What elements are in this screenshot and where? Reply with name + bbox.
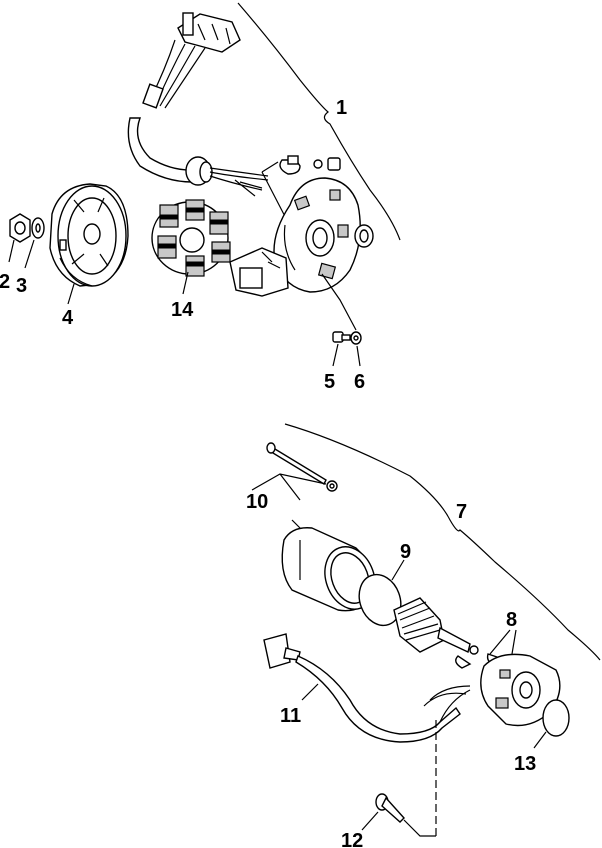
- mounting-bolt: [375, 793, 405, 823]
- screw-5: [332, 331, 351, 343]
- through-bolts: [266, 442, 338, 492]
- washer-6: [350, 331, 362, 345]
- stator-plate: [273, 177, 361, 293]
- leader-3: [24, 239, 35, 269]
- bracket-1: [237, 2, 401, 241]
- leader-4: [67, 283, 75, 305]
- label-4: 4: [62, 307, 74, 329]
- wire-bundle: [149, 39, 206, 109]
- leader-11: [301, 683, 319, 701]
- harness-connector: [177, 12, 241, 53]
- wire-sleeve: [142, 83, 164, 109]
- label-9: 9: [400, 541, 411, 563]
- armature: [393, 597, 479, 655]
- leader-8: [489, 629, 517, 655]
- bracket-7: [284, 423, 601, 661]
- oil-seal: [354, 224, 374, 248]
- starter-end-cover: [480, 653, 561, 727]
- starter-cable: [263, 633, 471, 743]
- label-7: 7: [456, 501, 467, 523]
- stator-wires: [209, 167, 269, 197]
- mounting-line-12: [403, 819, 436, 837]
- washer-small: [313, 159, 323, 169]
- o-ring-13: [542, 699, 570, 737]
- label-5: 5: [324, 371, 335, 393]
- label-12: 12: [341, 830, 363, 848]
- wire-tube: [127, 117, 193, 183]
- flywheel-washer: [31, 217, 45, 239]
- label-11: 11: [280, 705, 301, 727]
- leader-14: [182, 271, 189, 295]
- leader-2: [8, 239, 15, 263]
- leader-5: [332, 343, 339, 367]
- label-14: 14: [171, 299, 194, 321]
- nut-small: [327, 157, 341, 171]
- leader-13: [533, 731, 547, 749]
- grommet: [185, 156, 213, 186]
- label-8: 8: [506, 609, 517, 631]
- o-ring-9: [358, 573, 402, 627]
- leader-6: [356, 345, 361, 367]
- leader-9: [391, 559, 405, 581]
- label-1: 1: [336, 97, 347, 119]
- label-3: 3: [16, 275, 27, 297]
- flywheel-nut: [9, 213, 31, 243]
- label-13: 13: [514, 753, 536, 775]
- pulser-coil: [229, 247, 289, 297]
- label-6: 6: [354, 371, 365, 393]
- label-2: 2: [0, 271, 10, 293]
- leader-12: [361, 811, 379, 831]
- leader-10: [251, 473, 327, 501]
- leader-5-6: [321, 273, 357, 331]
- stator-coil: [151, 199, 231, 277]
- label-10: 10: [246, 491, 268, 513]
- wire-clip: [279, 155, 301, 175]
- flywheel: [49, 183, 129, 287]
- starter-yoke: [281, 527, 376, 612]
